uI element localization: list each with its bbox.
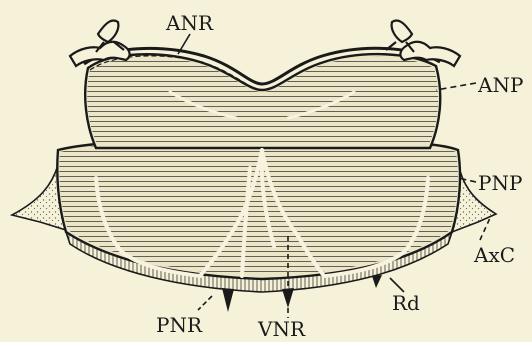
label-pnp: PNP — [478, 171, 522, 195]
label-pnr: PNR — [156, 313, 203, 337]
label-anr: ANR — [165, 11, 214, 35]
label-rd: Rd — [392, 291, 420, 315]
label-anp: ANP — [477, 73, 523, 97]
label-axc: AxC — [473, 243, 515, 267]
label-vnr: VNR — [257, 317, 306, 341]
